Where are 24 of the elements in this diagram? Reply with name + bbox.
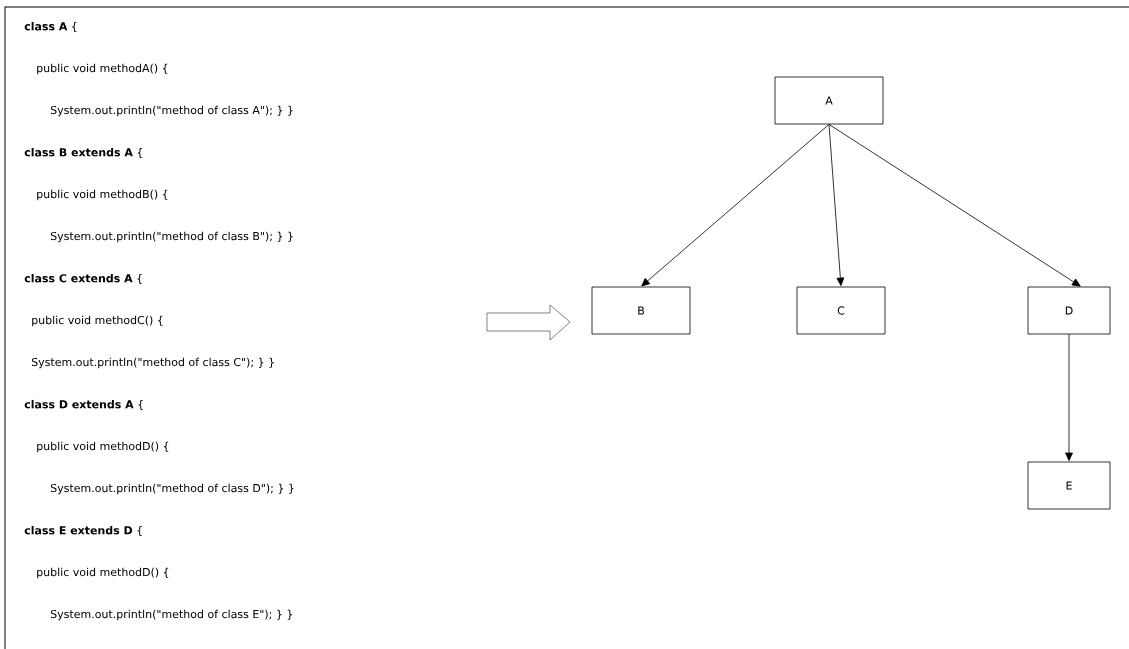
code-line: class C extends A { [24, 273, 142, 285]
code-line: class B extends A { [24, 147, 143, 159]
code-line: System.out.println("method of class E"); } } [50, 609, 292, 621]
class-box: A [774, 76, 884, 125]
code-line: System.out.println("method of class A"); } } [50, 105, 293, 117]
code-line: public void methodC() { [32, 315, 163, 327]
code-line: public void methodD() { [37, 567, 169, 579]
code-line: class A { [24, 21, 77, 33]
class-box: B [591, 286, 691, 335]
code-line: System.out.println("method of class C"); } } [31, 357, 274, 369]
code-line: System.out.println("method of class D"); } } [50, 483, 294, 495]
code-line: System.out.println("method of class B"); } } [50, 231, 293, 243]
code-line: class D extends A { [24, 399, 143, 411]
class-box: E [1027, 461, 1111, 510]
arrow [1065, 334, 1073, 461]
class-box: C [796, 286, 886, 335]
code-line: class E extends D { [24, 525, 142, 537]
code-line: public void methodA() { [37, 63, 168, 75]
arrow [828, 124, 845, 286]
arrow [641, 124, 830, 287]
code-line: public void methodD() { [37, 441, 169, 453]
class-box: D [1027, 286, 1111, 335]
arrow [828, 124, 1081, 287]
code-line: public void methodB() { [37, 189, 168, 201]
